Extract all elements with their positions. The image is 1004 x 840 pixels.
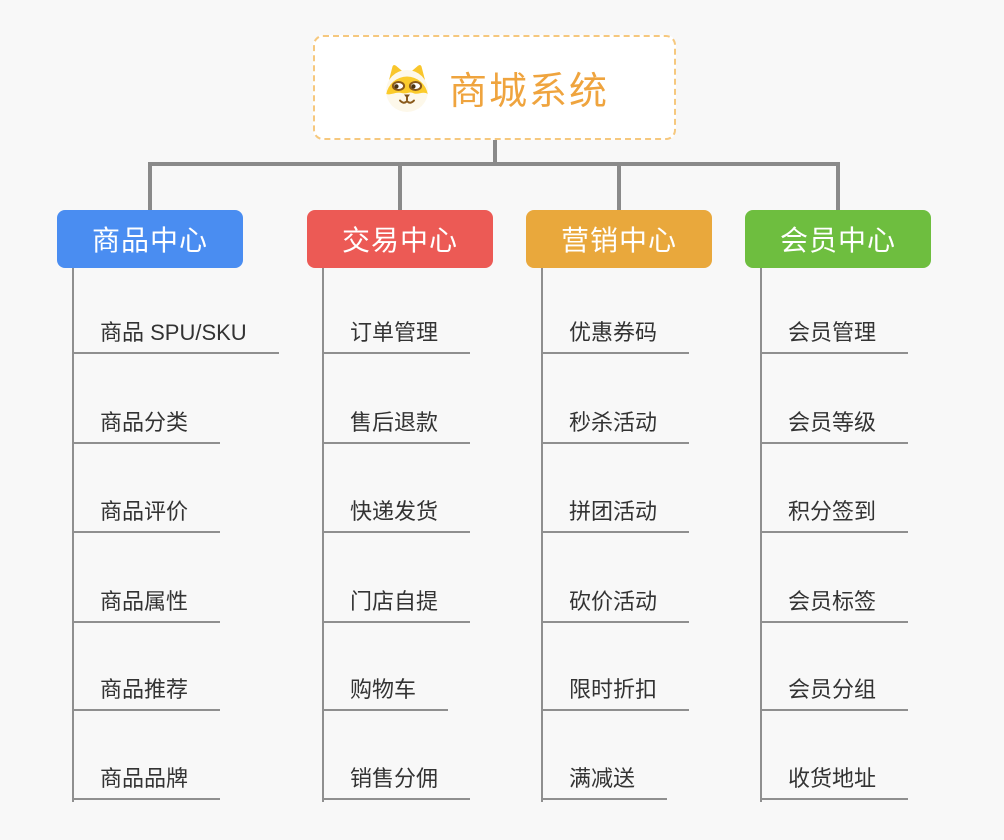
connector-drop-product: [148, 162, 152, 210]
child-topic[interactable]: 商品属性: [73, 588, 221, 623]
child-topic[interactable]: 满减送: [542, 765, 668, 800]
child-topic[interactable]: 限时折扣: [542, 676, 690, 711]
child-topic[interactable]: 订单管理: [323, 319, 471, 354]
child-topic[interactable]: 商品推荐: [73, 676, 221, 711]
child-topic[interactable]: 秒杀活动: [542, 409, 690, 444]
branch-trunk-line: [72, 268, 74, 802]
child-topic[interactable]: 商品品牌: [73, 765, 221, 800]
child-topic[interactable]: 销售分佣: [323, 765, 471, 800]
connector-drop-marketing: [617, 162, 621, 210]
child-topic[interactable]: 会员标签: [761, 588, 909, 623]
child-topic[interactable]: 商品 SPU/SKU: [73, 319, 279, 354]
child-topic[interactable]: 售后退款: [323, 409, 471, 444]
branch-trunk-line: [760, 268, 762, 802]
child-topic[interactable]: 会员等级: [761, 409, 909, 444]
branch-trunk-line: [322, 268, 324, 802]
dog-face-icon: [380, 63, 434, 113]
branch-product-center: 商品中心 商品 SPU/SKU 商品分类 商品评价 商品属性 商品推荐 商品品牌: [57, 210, 307, 820]
child-topic[interactable]: 商品分类: [73, 409, 221, 444]
child-topic[interactable]: 商品评价: [73, 498, 221, 533]
child-topic[interactable]: 收货地址: [761, 765, 909, 800]
connector-root-stub: [493, 140, 497, 164]
branch-header-marketing[interactable]: 营销中心: [526, 210, 712, 268]
branch-trade-center: 交易中心 订单管理 售后退款 快递发货 门店自提 购物车 销售分佣: [307, 210, 557, 820]
child-topic[interactable]: 会员分组: [761, 676, 909, 711]
branch-header-member[interactable]: 会员中心: [745, 210, 931, 268]
root-node[interactable]: 商城系统: [313, 35, 676, 140]
branch-header-trade[interactable]: 交易中心: [307, 210, 493, 268]
branch-marketing-center: 营销中心 优惠券码 秒杀活动 拼团活动 砍价活动 限时折扣 满减送: [526, 210, 776, 820]
child-topic[interactable]: 快递发货: [323, 498, 471, 533]
child-topic[interactable]: 购物车: [323, 676, 449, 711]
connector-horizontal-bar: [148, 162, 840, 166]
connector-drop-trade: [398, 162, 402, 210]
child-topic[interactable]: 拼团活动: [542, 498, 690, 533]
child-topic[interactable]: 优惠券码: [542, 319, 690, 354]
branch-header-product[interactable]: 商品中心: [57, 210, 243, 268]
child-topic[interactable]: 砍价活动: [542, 588, 690, 623]
child-topic[interactable]: 门店自提: [323, 588, 471, 623]
child-topic[interactable]: 积分签到: [761, 498, 909, 533]
root-title: 商城系统: [448, 71, 609, 113]
branch-trunk-line: [541, 268, 543, 802]
connector-drop-member: [836, 162, 840, 210]
child-topic[interactable]: 会员管理: [761, 319, 909, 354]
branch-member-center: 会员中心 会员管理 会员等级 积分签到 会员标签 会员分组 收货地址: [745, 210, 995, 820]
